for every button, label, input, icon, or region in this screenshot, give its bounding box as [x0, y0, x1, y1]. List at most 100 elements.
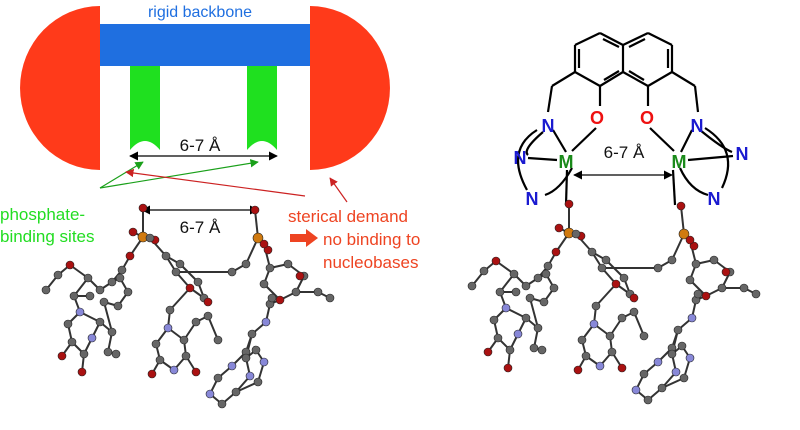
carbon-atom	[213, 373, 223, 383]
green-arrow-right	[99, 159, 259, 189]
oxygen-atom	[191, 367, 201, 377]
carbon-atom	[673, 325, 683, 335]
nitrogen-atom	[205, 389, 215, 399]
molecule-bond	[633, 311, 645, 337]
carbon-atom	[67, 337, 77, 347]
carbon-atom	[161, 251, 171, 261]
oxygen-atom	[685, 235, 695, 245]
oxygen-atom	[259, 239, 269, 249]
nitrogen-atom	[653, 357, 663, 367]
phosphorus-atom	[678, 228, 690, 240]
n-atom-right-bottom: N	[708, 189, 721, 209]
carbon-atom	[657, 383, 667, 393]
distance-label-top: 6-7 Å	[180, 136, 221, 155]
carbon-atom	[41, 285, 51, 295]
carbon-atom	[103, 347, 113, 357]
carbon-atom	[83, 273, 93, 283]
carbon-atom	[751, 289, 761, 299]
carbon-atom	[691, 259, 701, 269]
left-binding-site	[130, 66, 160, 150]
nitrogen-atom	[163, 323, 173, 333]
oxygen-atom	[203, 297, 213, 307]
o-atom-right: O	[640, 108, 654, 128]
oxygen-atom	[275, 295, 285, 305]
carbon-atom	[533, 273, 543, 283]
rigid-backbone-label: rigid backbone	[148, 4, 252, 21]
carbon-atom	[53, 270, 63, 280]
carbon-atom	[533, 323, 543, 333]
phosphate-label-line2: binding sites	[0, 227, 95, 246]
nitrogen-atom	[87, 333, 97, 343]
nitrogen-atom	[259, 357, 269, 367]
carbon-atom	[179, 335, 189, 345]
carbon-atom	[639, 369, 649, 379]
carbon-atom	[639, 331, 649, 341]
carbon-atom	[111, 349, 121, 359]
carbon-atom	[549, 283, 559, 293]
carbon-atom	[577, 335, 587, 345]
phosphate-label-line1: phosphate-	[0, 205, 85, 224]
carbon-atom	[181, 351, 191, 361]
nitrogen-atom	[227, 361, 237, 371]
nitrogen-atom	[245, 371, 255, 381]
n-atom-right-top: N	[691, 116, 704, 136]
rigid-backbone-bar	[100, 24, 310, 66]
carbon-atom	[581, 351, 591, 361]
m-atom-right: M	[672, 152, 687, 172]
carbon-atom	[717, 283, 727, 293]
nitrogen-atom	[671, 367, 681, 377]
carbon-atom	[95, 285, 105, 295]
nitrogen-atom	[513, 329, 523, 339]
carbon-atom	[521, 313, 531, 323]
oxygen-atom	[491, 256, 501, 266]
carbon-atom	[165, 305, 175, 315]
naphthalene-scaffold	[546, 32, 700, 113]
carbon-atom	[739, 283, 749, 293]
n-atom-left-bottom: N	[526, 189, 539, 209]
oxygen-atom	[295, 271, 305, 281]
carbon-atom	[325, 293, 335, 303]
oxygen-atom	[483, 347, 493, 357]
carbon-atom	[63, 319, 73, 329]
dinucleotide-right	[467, 199, 761, 405]
no-binding-label-line1: no binding to	[323, 230, 420, 249]
carbon-atom	[123, 287, 133, 297]
annotation-arrows	[99, 159, 348, 247]
carbon-atom	[677, 341, 687, 351]
red-arrow-right	[329, 177, 348, 203]
carbon-atom	[587, 247, 597, 257]
carbon-atom	[95, 317, 105, 327]
green-arrow-left	[99, 161, 144, 189]
left-steric-bulk	[20, 6, 100, 170]
nitrogen-atom	[261, 317, 271, 327]
carbon-atom	[155, 355, 165, 365]
carbon-atom	[241, 259, 251, 269]
carbon-atom	[107, 327, 117, 337]
carbon-atom	[489, 315, 499, 325]
carbon-atom	[511, 287, 521, 297]
carbon-atom	[479, 266, 489, 276]
molecule-bond	[103, 301, 113, 333]
carbon-atom	[251, 345, 261, 355]
oxygen-atom	[721, 267, 731, 277]
carbon-atom	[145, 233, 155, 243]
nitrogen-atom	[685, 353, 695, 363]
molecule-bond	[595, 283, 617, 307]
carbon-atom	[529, 343, 539, 353]
carbon-atom	[265, 263, 275, 273]
carbon-atom	[679, 373, 689, 383]
right-binding-site	[247, 66, 277, 150]
carbon-atom	[85, 291, 95, 301]
oxygen-atom	[125, 251, 135, 261]
carbon-atom	[693, 289, 703, 299]
carbon-atom	[113, 301, 123, 311]
receptor-schematic	[20, 6, 390, 170]
oxygen-atom	[128, 227, 138, 237]
carbon-atom	[467, 281, 477, 291]
carbon-atom	[539, 297, 549, 307]
ligand-arms	[517, 127, 734, 206]
carbon-atom	[313, 287, 323, 297]
oxygen-atom	[57, 351, 67, 361]
carbon-atom	[99, 297, 109, 307]
carbon-atom	[685, 275, 695, 285]
